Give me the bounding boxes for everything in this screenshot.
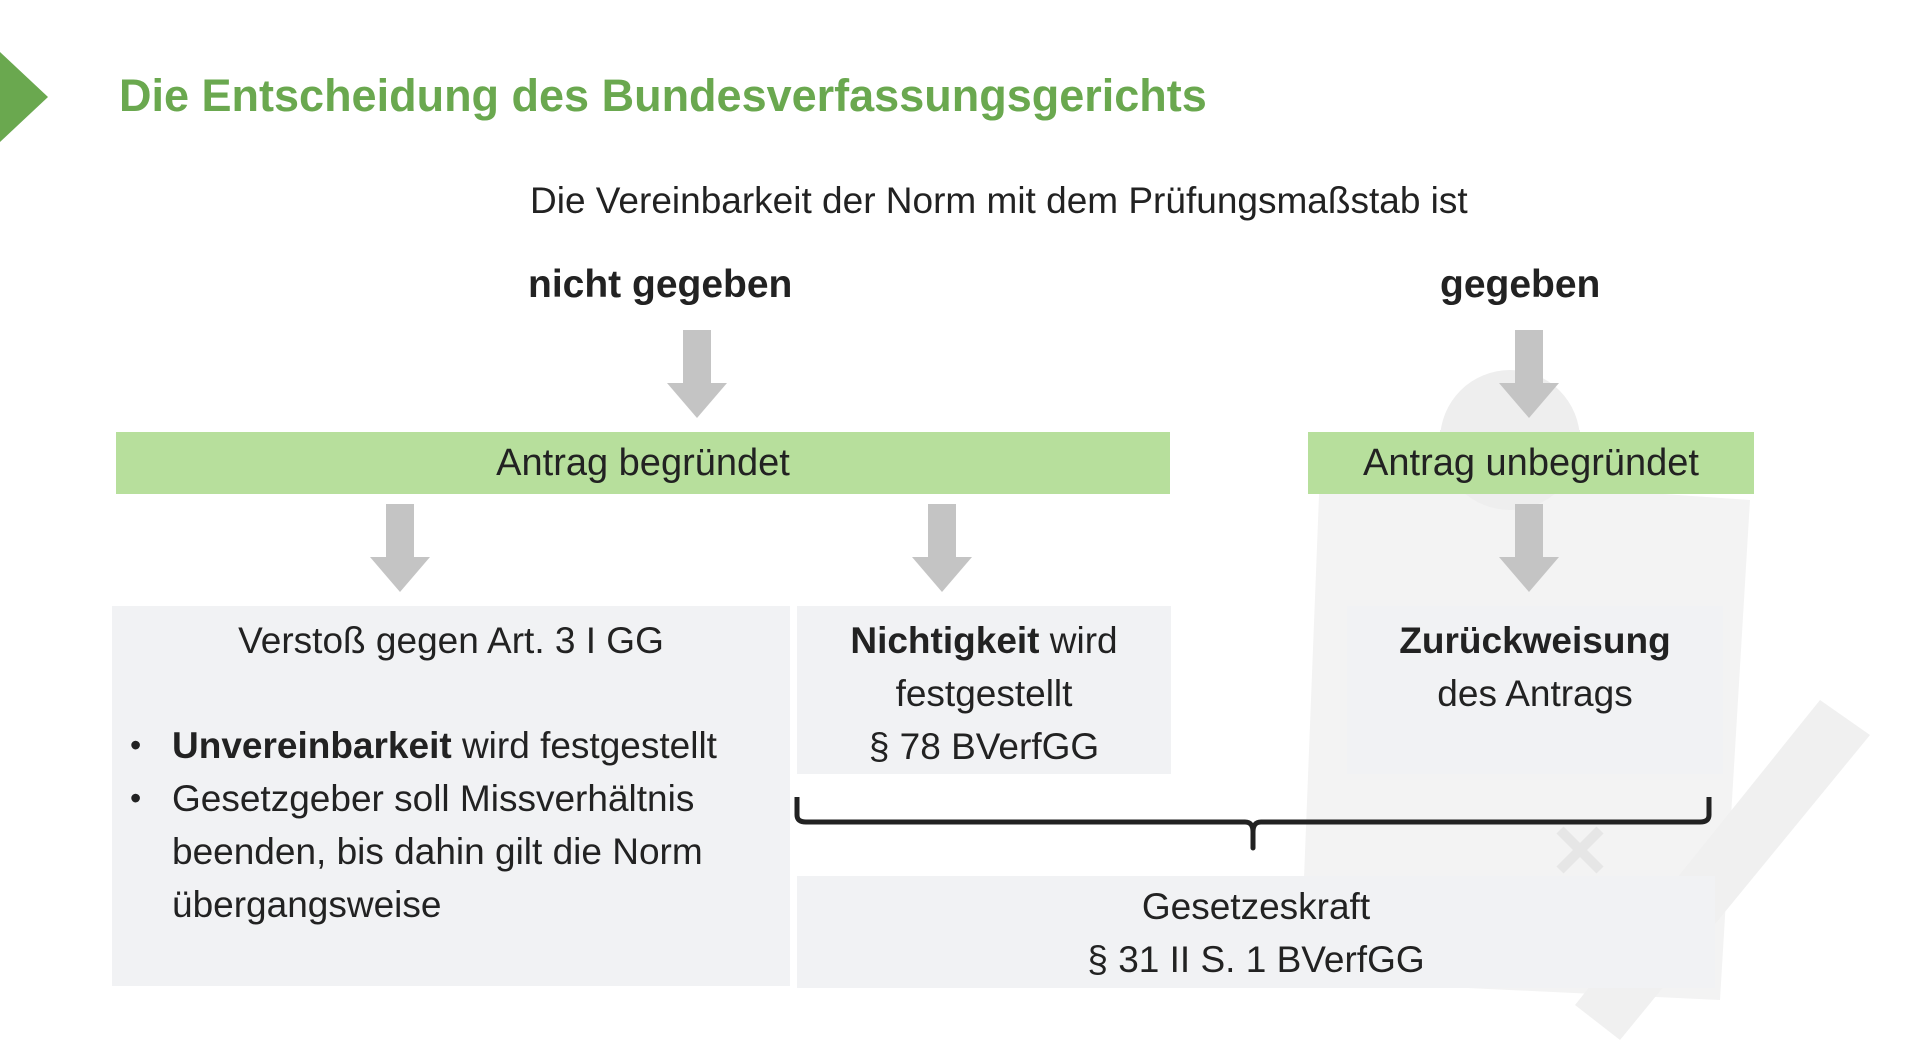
page-title: Die Entscheidung des Bundesverfassungsge… <box>119 70 1207 121</box>
arrow-down-icon <box>370 504 430 592</box>
arrow-down-icon <box>1499 504 1559 592</box>
item-text: des Antrags <box>1437 673 1633 714</box>
box-heading: Gesetzeskraft <box>1141 886 1371 927</box>
curly-bracket <box>794 797 1712 851</box>
bullet-list: Unvereinbarkeit wird festgestellt Gesetz… <box>122 719 780 931</box>
item-text: Gesetzgeber soll Missverhältnis beenden,… <box>172 778 703 925</box>
bar-application-unjustified: Antrag unbegründet <box>1308 432 1754 494</box>
legal-reference: § 78 BVerfGG <box>868 726 1100 767</box>
header-chevron-icon <box>0 52 48 142</box>
arrow-down-icon <box>1499 330 1559 418</box>
bar-label: Antrag begründet <box>496 441 790 484</box>
item-text: wird festgestellt <box>895 620 1118 714</box>
branch-label-given: gegeben <box>1440 263 1601 306</box>
list-item: Unvereinbarkeit wird festgestellt <box>122 719 780 772</box>
item-text: wird festgestellt <box>451 725 717 766</box>
bar-label: Antrag unbegründet <box>1363 441 1699 484</box>
branch-label-not-given: nicht gegeben <box>528 263 793 306</box>
legal-reference: § 31 II S. 1 BVerfGG <box>1087 939 1425 980</box>
intro-text: Die Vereinbarkeit der Norm mit dem Prüfu… <box>530 180 1468 221</box>
bold-term: Nichtigkeit <box>850 620 1040 661</box>
arrow-down-icon <box>667 330 727 418</box>
box-law-force: Gesetzeskraft § 31 II S. 1 BVerfGG <box>797 876 1715 988</box>
list-item: Gesetzgeber soll Missverhältnis beenden,… <box>122 772 780 931</box>
box-violation: Verstoß gegen Art. 3 I GG Unvereinbarkei… <box>112 606 790 986</box>
bold-term: Unvereinbarkeit <box>172 725 452 766</box>
box-heading: Verstoß gegen Art. 3 I GG <box>238 620 664 661</box>
bold-term: Zurückweisung <box>1399 620 1671 661</box>
box-nullity: Nichtigkeit wird festgestellt § 78 BVerf… <box>797 606 1171 774</box>
box-text: Nichtigkeit wird festgestellt <box>797 614 1171 720</box>
arrow-down-icon <box>912 504 972 592</box>
bar-application-justified: Antrag begründet <box>116 432 1170 494</box>
box-rejection: Zurückweisung des Antrags <box>1347 606 1723 774</box>
